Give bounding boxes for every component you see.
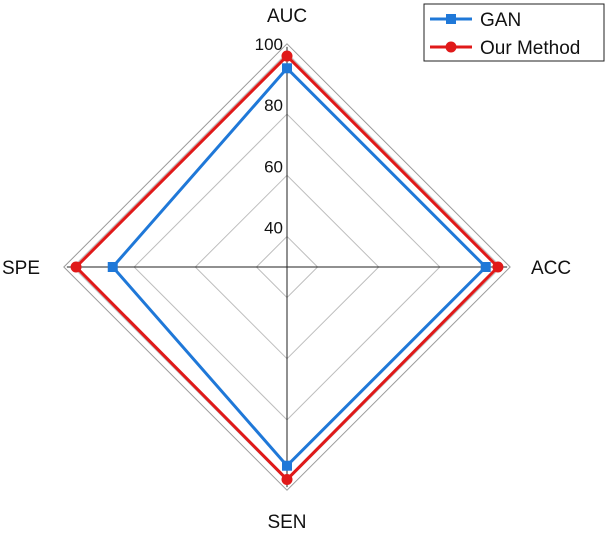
legend-entry-our-method: Our Method <box>430 38 580 59</box>
radar-axes <box>66 46 508 488</box>
data-point-spe <box>107 262 118 272</box>
data-point-auc <box>282 63 292 74</box>
legend-entry-gan: GAN <box>430 10 521 31</box>
legend: GAN Our Method <box>423 3 605 62</box>
data-point-sen <box>281 473 293 485</box>
data-point-auc <box>281 50 293 62</box>
data-point-acc <box>480 262 491 272</box>
tick-label-60: 60 <box>264 157 283 176</box>
axis-label-sen: SEN <box>267 512 306 533</box>
legend-label: GAN <box>480 10 521 31</box>
tick-label-100: 100 <box>255 35 283 54</box>
data-point-spe <box>70 261 82 273</box>
radar-series <box>70 50 504 485</box>
radar-axis-labels: AUC ACC SEN SPE <box>2 6 571 533</box>
grid-ring-103 <box>63 43 511 491</box>
series-our-method <box>70 50 504 485</box>
legend-marker <box>445 41 457 53</box>
tick-label-40: 40 <box>264 218 283 237</box>
axis-label-spe: SPE <box>2 258 40 279</box>
legend-items: GAN Our Method <box>430 10 580 59</box>
legend-marker <box>446 14 456 24</box>
legend-label: Our Method <box>480 38 580 59</box>
data-point-sen <box>282 460 292 471</box>
axis-label-auc: AUC <box>267 6 307 27</box>
radar-tick-labels: 40 60 80 100 <box>255 35 283 237</box>
data-point-acc <box>492 261 504 273</box>
series-gan <box>107 63 491 471</box>
axis-label-acc: ACC <box>531 258 571 279</box>
tick-label-80: 80 <box>264 96 283 115</box>
